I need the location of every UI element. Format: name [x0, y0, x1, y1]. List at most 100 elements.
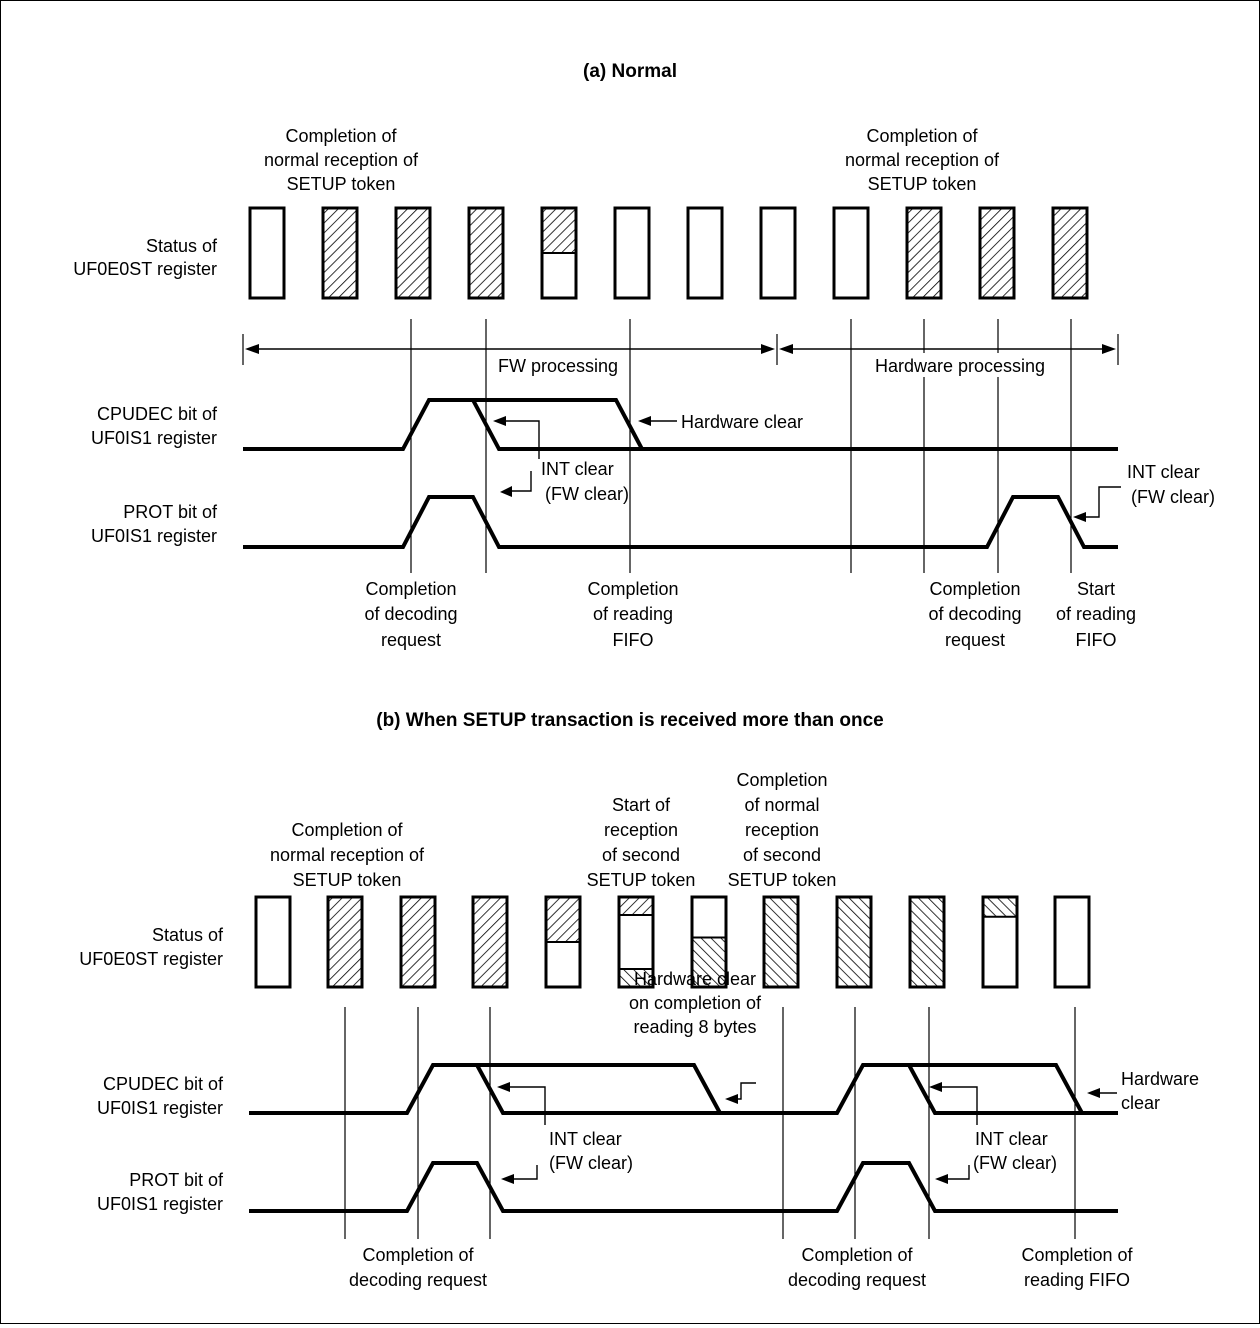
section-b-status-box	[326, 895, 364, 989]
section-a-title: (a) Normal	[583, 61, 677, 82]
section-b-status-boxes	[254, 895, 1091, 989]
section-b-status-box	[254, 895, 292, 989]
svg-text:Completion of: Completion of	[291, 820, 403, 840]
section-a-prot-waveform	[243, 495, 1118, 549]
svg-text:of decoding: of decoding	[928, 604, 1021, 624]
section-a-status-box	[248, 206, 286, 300]
svg-text:(FW clear): (FW clear)	[549, 1153, 633, 1173]
section-a-note-reading-fifo: Completion of reading FIFO	[587, 579, 678, 650]
svg-text:Hardware clear: Hardware clear	[634, 969, 756, 989]
section-a-status-box	[321, 206, 359, 300]
section-a-status-label: Status of UF0E0ST register	[73, 236, 218, 279]
section-a: (a) Normal Completion of normal receptio…	[73, 61, 1215, 650]
svg-text:Hardware: Hardware	[1121, 1069, 1199, 1089]
section-b-status-box	[399, 895, 437, 989]
svg-text:FIFO: FIFO	[613, 630, 654, 650]
section-b-note-decoding-mid: Completion of decoding request	[788, 1245, 926, 1290]
svg-text:SETUP token: SETUP token	[293, 870, 402, 890]
svg-text:SETUP token: SETUP token	[587, 870, 696, 890]
section-a-status-box	[467, 206, 505, 300]
svg-text:of reading: of reading	[593, 604, 673, 624]
svg-text:UF0IS1 register: UF0IS1 register	[91, 526, 217, 546]
section-a-int-clear-right: INT clear (FW clear)	[1073, 462, 1215, 522]
section-b-prot-label: PROT bit of UF0IS1 register	[97, 1170, 224, 1214]
section-a-cpudec-fall-overlay	[473, 398, 644, 450]
section-a-status-box	[686, 206, 724, 300]
section-b-int-clear-left: INT clear (FW clear)	[497, 1082, 633, 1184]
section-b-status-box	[617, 895, 655, 989]
section-a-top-right-note: Completion of normal reception of SETUP …	[845, 126, 1000, 194]
section-b-int-clear-right: INT clear (FW clear)	[929, 1082, 1057, 1184]
section-b-top-note-1: Completion of normal reception of SETUP …	[270, 820, 425, 890]
svg-text:on completion of: on completion of	[629, 993, 762, 1013]
svg-text:UF0E0ST register: UF0E0ST register	[79, 949, 223, 969]
section-b: (b) When SETUP transaction is received m…	[79, 710, 1199, 1290]
svg-text:clear: clear	[1121, 1093, 1160, 1113]
section-a-hardware-clear-annotation: Hardware clear	[638, 412, 803, 432]
svg-text:UF0E0ST register: UF0E0ST register	[73, 259, 217, 279]
svg-text:Completion of: Completion of	[362, 1245, 474, 1265]
svg-text:of normal: of normal	[744, 795, 819, 815]
section-a-status-box	[978, 206, 1016, 300]
section-a-note-decoding-left: Completion of decoding request	[364, 579, 457, 650]
section-a-int-clear-left: INT clear (FW clear)	[493, 416, 629, 504]
svg-text:reading 8 bytes: reading 8 bytes	[633, 1017, 756, 1037]
svg-text:INT clear: INT clear	[549, 1129, 622, 1149]
section-b-hardware-clear-8-annotation: Hardware clear on completion of reading …	[629, 969, 762, 1104]
svg-text:(FW clear): (FW clear)	[973, 1153, 1057, 1173]
svg-text:CPUDEC bit of: CPUDEC bit of	[103, 1074, 224, 1094]
section-a-status-box	[832, 206, 870, 300]
svg-text:UF0IS1 register: UF0IS1 register	[97, 1098, 223, 1118]
svg-text:of second: of second	[602, 845, 680, 865]
hw-processing-label: Hardware processing	[875, 356, 1045, 376]
section-b-cpudec-fall-overlay-2	[909, 1063, 1084, 1114]
section-b-status-box	[1053, 895, 1091, 989]
svg-text:UF0IS1 register: UF0IS1 register	[91, 428, 217, 448]
svg-text:reception: reception	[604, 820, 678, 840]
svg-text:Completion: Completion	[736, 770, 827, 790]
svg-text:FIFO: FIFO	[1076, 630, 1117, 650]
section-a-cpudec-waveform	[243, 398, 1118, 451]
svg-text:Status of: Status of	[146, 236, 218, 256]
section-a-status-box	[1051, 206, 1089, 300]
section-a-processing-spans: FW processing Hardware processing	[245, 344, 1116, 377]
svg-text:INT clear: INT clear	[1127, 462, 1200, 482]
section-a-status-boxes	[248, 206, 1089, 300]
svg-text:of reading: of reading	[1056, 604, 1136, 624]
svg-text:Completion: Completion	[587, 579, 678, 599]
section-b-status-box	[835, 895, 873, 989]
section-a-note-start-reading: Start of reading FIFO	[1056, 579, 1136, 650]
section-b-title: (b) When SETUP transaction is received m…	[376, 710, 884, 731]
svg-text:decoding request: decoding request	[788, 1270, 926, 1290]
section-b-guide-lines	[344, 1007, 1076, 1239]
svg-text:Status of: Status of	[152, 925, 224, 945]
section-b-top-note-2: Start of reception of second SETUP token	[587, 795, 696, 890]
section-a-top-left-note: Completion of normal reception of SETUP …	[264, 126, 419, 194]
section-b-status-box	[544, 895, 582, 989]
svg-text:(FW clear): (FW clear)	[1131, 487, 1215, 507]
svg-text:PROT bit of: PROT bit of	[123, 502, 218, 522]
svg-text:SETUP token: SETUP token	[728, 870, 837, 890]
section-b-note-reading-fifo: Completion of reading FIFO	[1021, 1245, 1133, 1290]
svg-text:normal reception of: normal reception of	[270, 845, 425, 865]
section-a-status-box	[540, 206, 578, 300]
section-b-status-label: Status of UF0E0ST register	[79, 925, 224, 969]
svg-text:UF0IS1 register: UF0IS1 register	[97, 1194, 223, 1214]
svg-text:Start of: Start of	[612, 795, 671, 815]
section-b-prot-waveform	[249, 1161, 1118, 1213]
section-a-status-box	[394, 206, 432, 300]
section-a-status-box	[613, 206, 651, 300]
section-b-hardware-clear-annotation: Hardware clear	[1087, 1069, 1199, 1113]
section-a-prot-label: PROT bit of UF0IS1 register	[91, 502, 218, 546]
svg-text:Completion of: Completion of	[866, 126, 978, 146]
svg-text:request: request	[945, 630, 1005, 650]
svg-text:of decoding: of decoding	[364, 604, 457, 624]
svg-text:(FW clear): (FW clear)	[545, 484, 629, 504]
section-a-status-box	[759, 206, 797, 300]
section-b-top-note-3: Completion of normal reception of second…	[728, 770, 837, 890]
svg-text:decoding request: decoding request	[349, 1270, 487, 1290]
svg-text:Completion of: Completion of	[1021, 1245, 1133, 1265]
fw-processing-label: FW processing	[498, 356, 618, 376]
